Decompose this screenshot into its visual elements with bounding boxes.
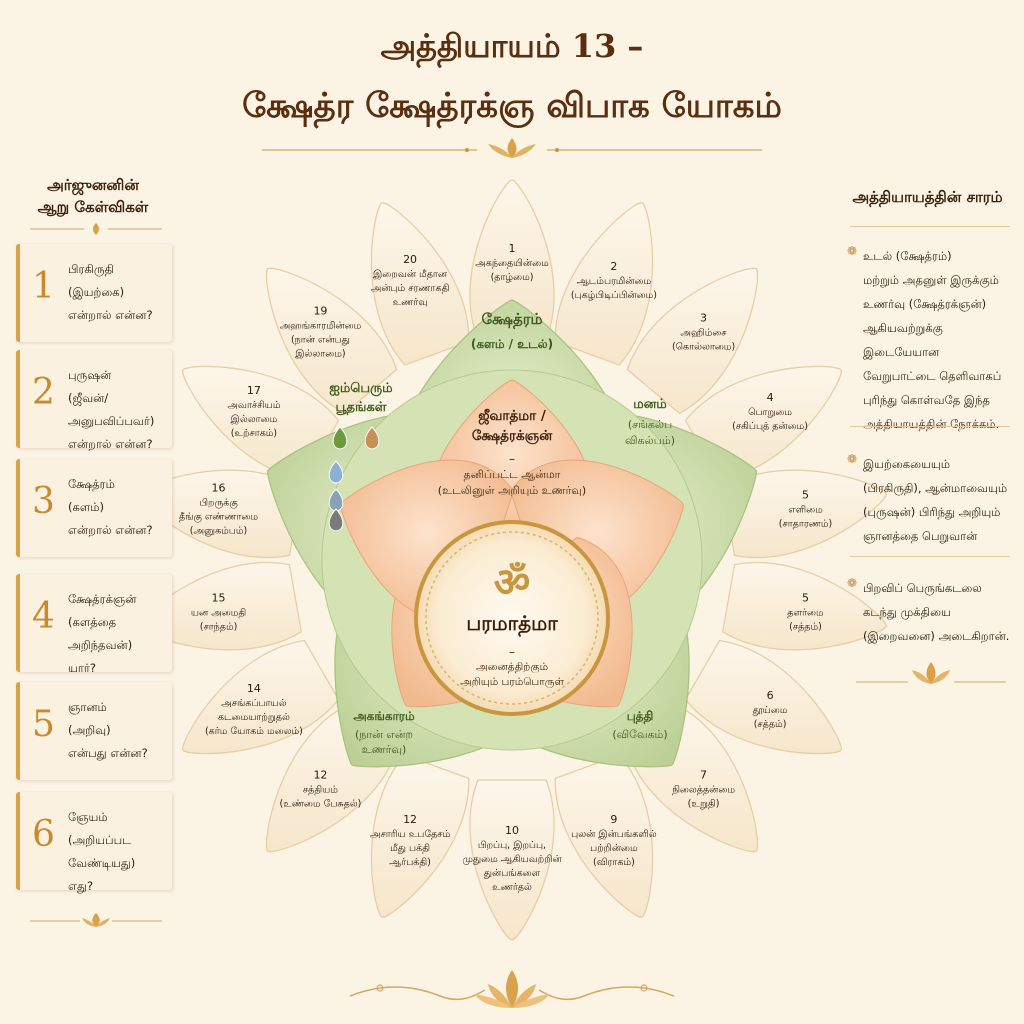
- water-drop-icon: [328, 460, 344, 484]
- paramatma-title: பரமாத்மா: [466, 611, 558, 637]
- question-number: 2: [32, 372, 55, 413]
- outer-petal: [554, 754, 654, 918]
- question-text: ஞேயம்(அறியப்பட வேண்டியது)எது?: [68, 810, 136, 893]
- summary-text: பிறவிப் பெருங்கடலைகடந்து முக்தியை(இறைவனை…: [863, 581, 1010, 643]
- question-text: புருஷன்(ஜீவன்/அனுபவிப்பவர்)என்றால் என்ன?: [68, 368, 155, 451]
- lotus-bullet-icon: ❁: [847, 244, 858, 258]
- outer-petal: [722, 469, 887, 559]
- summary-heading: அத்தியாயத்தின் சாரம்: [852, 188, 1003, 206]
- questions-heading: அர்ஜுனனின் ஆறு கேள்விகள்: [18, 174, 168, 218]
- center-disc-outer: [414, 520, 610, 716]
- bottom-lotus-ornament: [350, 970, 674, 1008]
- kshetram-title: க்ஷேத்ரம்: [481, 310, 542, 329]
- outer-petal: [554, 202, 654, 366]
- buddhi-title: புத்தி: [627, 709, 654, 724]
- question-text: க்ஷேத்ரக்ஞன்(களத்தை அறிந்தவன்)யார்?: [68, 592, 137, 675]
- outer-petal: [265, 267, 398, 415]
- jiva-sub: தனிப்பட்ட ஆன்மா(உடலினுள் அறியும் உணர்வு): [438, 468, 586, 497]
- question-number: 5: [32, 704, 55, 745]
- question-text: க்ஷேத்ரம்(களம்)என்றால் என்ன?: [68, 477, 153, 537]
- summary-text: உடல் (க்ஷேத்ரம்)மற்றும் அதனுள் இருக்கும்…: [863, 249, 1002, 431]
- question-card: 5 ஞானம்(அறிவு)என்பது என்ன?: [16, 682, 172, 780]
- summary-text: இயற்கையையும்(பிரகிருதி), ஆன்மாவையும்(புர…: [863, 457, 1008, 543]
- lotus-bullet-icon: ❁: [847, 576, 858, 590]
- outer-petal: [469, 779, 555, 941]
- question-card: 1 பிரகிருதி(இயற்கை)என்றால் என்ன?: [16, 244, 172, 342]
- paramatma-dash: –: [509, 645, 515, 659]
- summary-divider-top: [850, 226, 1010, 227]
- summary-divider-1: [850, 426, 1010, 427]
- leaf-icon: [332, 426, 348, 450]
- buddhi-sub: (விவேகம்): [612, 728, 667, 741]
- page-title-line2: க்ஷேத்ர க்ஷேத்ரக்ஞ விபாக யோகம்: [242, 86, 782, 126]
- manas-title: மனம்: [633, 397, 667, 412]
- outer-petal: [182, 639, 340, 755]
- summary-lotus-ornament: [856, 662, 1006, 684]
- ahankara-title: அகங்காரம்: [353, 709, 415, 723]
- questions-heading-line1: அர்ஜுனனின்: [47, 176, 139, 194]
- summary-divider-2: [850, 556, 1010, 557]
- questions-bottom-ornament: [30, 913, 162, 927]
- page-title-line1: அத்தியாயம் 13 –: [380, 27, 644, 65]
- outer-petal: [684, 639, 842, 755]
- paramatma-sub: அனைத்திற்கும்அறியும் பரம்பொருள்: [460, 661, 564, 688]
- questions-heading-ornament: [30, 223, 162, 235]
- outer-petal: [370, 202, 470, 366]
- earth-icon: [328, 508, 344, 532]
- question-card: 3 க்ஷேத்ரம்(களம்)என்றால் என்ன?: [16, 459, 172, 557]
- questions-heading-line2: ஆறு கேள்விகள்: [37, 198, 149, 216]
- outer-petal: [370, 754, 470, 918]
- lotus-bullet-icon: ❁: [847, 452, 858, 466]
- fire-icon: [364, 426, 380, 450]
- title-flourish-ornament: [262, 138, 762, 158]
- outer-petal: [722, 561, 887, 651]
- jiva-dash: –: [509, 452, 515, 466]
- question-number: 4: [32, 596, 55, 637]
- outer-petal: [469, 179, 555, 341]
- question-text: ஞானம்(அறிவு)என்பது என்ன?: [68, 700, 148, 760]
- jiva-title: ஜீவாத்மா /க்ஷேத்ரக்ஞன்: [472, 408, 553, 445]
- question-number: 6: [32, 814, 55, 855]
- elements-label: ஐம்பெரும்பூதங்கள்: [329, 381, 393, 415]
- question-card: 6 ஞேயம்(அறியப்பட வேண்டியது)எது?: [16, 792, 172, 893]
- kshetram-sub: (களம் / உடல்): [471, 337, 553, 351]
- question-number: 3: [32, 481, 55, 522]
- question-number: 1: [32, 266, 55, 307]
- om-icon: ॐ: [494, 560, 530, 606]
- outer-petal: [626, 267, 759, 415]
- question-card: 4 க்ஷேத்ரக்ஞன்(களத்தை அறிந்தவன்)யார்?: [16, 574, 172, 675]
- center-disc-ring: [425, 531, 599, 705]
- question-card: 2 புருஷன்(ஜீவன்/அனுபவிப்பவர்)என்றால் என்ன…: [16, 350, 172, 451]
- question-text: பிரகிருதி(இயற்கை)என்றால் என்ன?: [68, 262, 153, 322]
